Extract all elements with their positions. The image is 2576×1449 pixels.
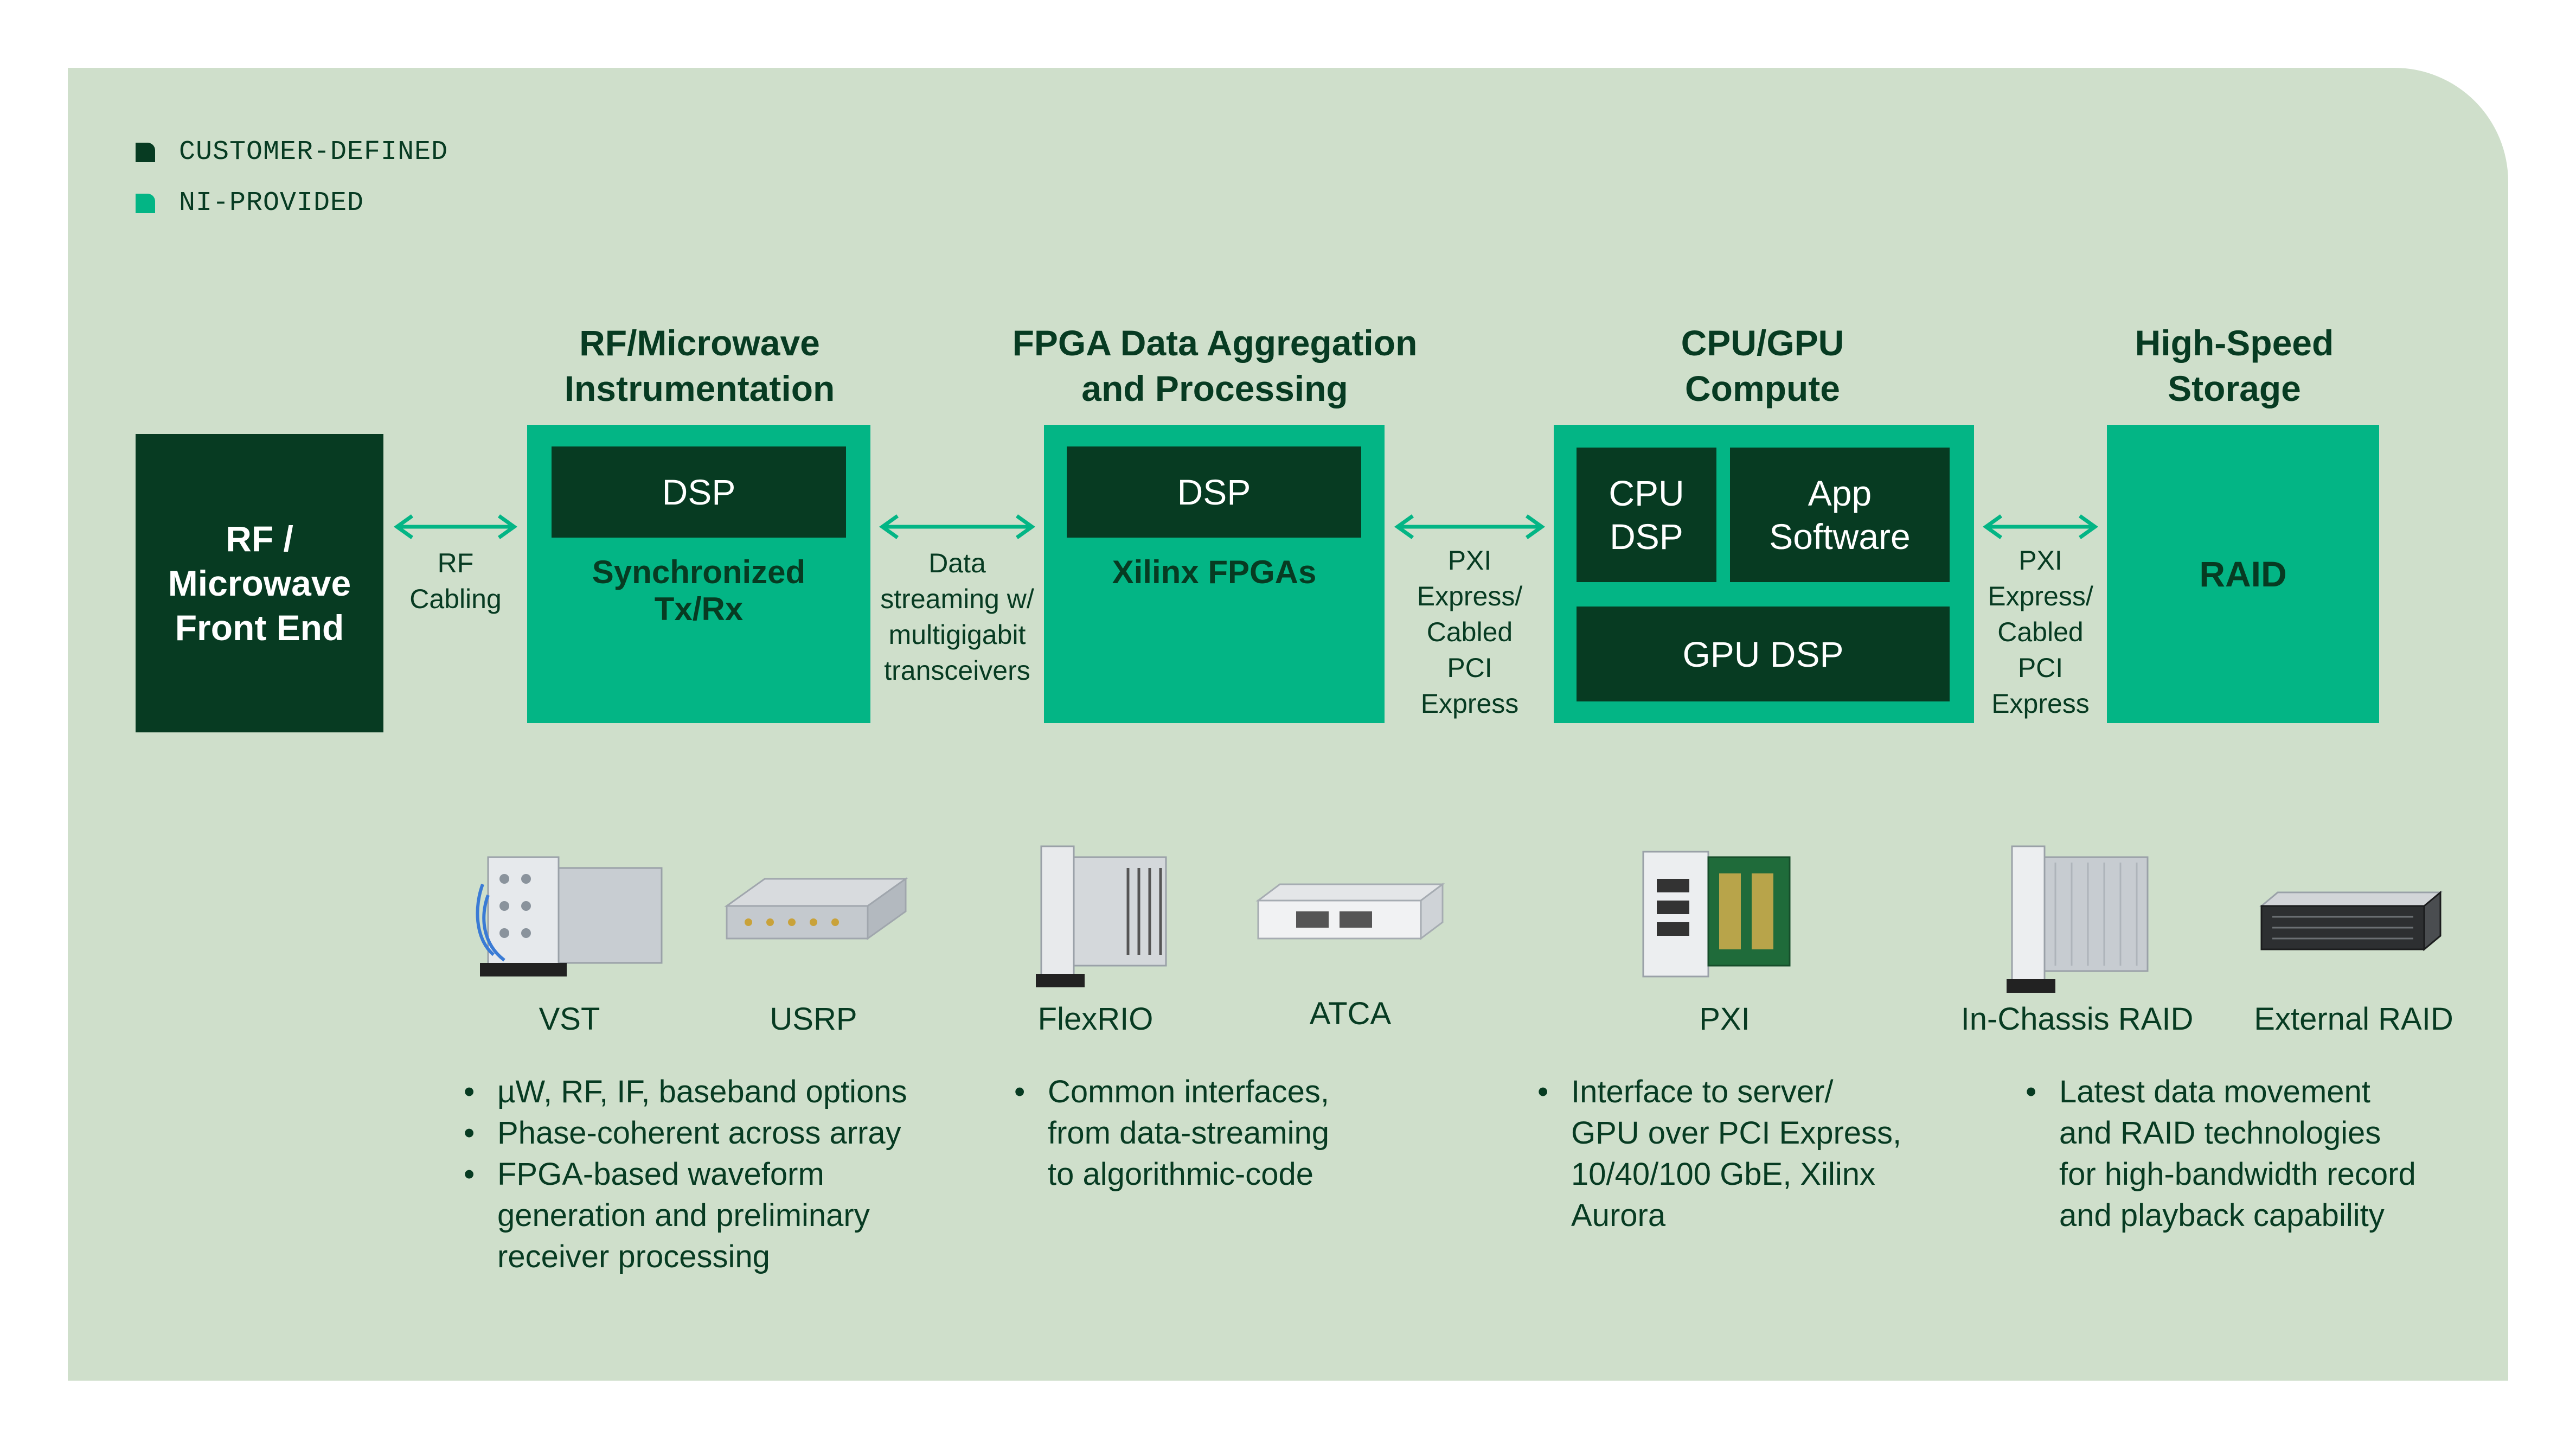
- legend-item-customer-defined: CUSTOMER-DEFINED: [136, 137, 448, 168]
- product-name-usrp: USRP: [770, 1001, 857, 1037]
- rf-instrumentation-title: RF/Microwave Instrumentation: [564, 323, 835, 408]
- external-raid-icon: [2259, 890, 2443, 952]
- customer-defined-swatch: [136, 142, 155, 162]
- fpga-feature-list: Common interfaces, from data-streaming t…: [1009, 1071, 1443, 1195]
- rf-instrumentation-block: DSP Synchronized Tx/Rx: [527, 425, 870, 723]
- data-streaming-arrow: [879, 514, 1036, 539]
- ni-provided-swatch: [136, 193, 155, 213]
- product-name-atca: ATCA: [1309, 996, 1392, 1031]
- rf-cabling-label: RF Cabling: [409, 548, 502, 614]
- product-name-vst: VST: [539, 1001, 600, 1037]
- vst-module-icon: [476, 856, 663, 976]
- pxi-express-arrow: [1394, 514, 1546, 539]
- raid-label: RAID: [2199, 554, 2287, 594]
- fpga-block: DSP Xilinx FPGAs: [1044, 425, 1385, 723]
- product-name-external-raid: External RAID: [2254, 1001, 2453, 1037]
- usrp-device-icon: [724, 877, 908, 940]
- product-name-pxi: PXI: [1699, 1001, 1750, 1037]
- data-streaming-label: Data streaming w/ multigigabit transceiv…: [880, 548, 1034, 686]
- legend-label: CUSTOMER-DEFINED: [179, 137, 448, 168]
- list-item: Common interfaces, from data-streaming t…: [1009, 1071, 1443, 1195]
- legend-item-ni-provided: NI-PROVIDED: [136, 188, 364, 219]
- high-speed-storage-title: High-Speed Storage: [2135, 323, 2334, 408]
- rf-block-label: Synchronized Tx/Rx: [592, 554, 806, 627]
- list-item: FPGA-based waveform generation and preli…: [458, 1154, 946, 1278]
- cpu-gpu-block: CPU DSP App Software GPU DSP: [1554, 425, 1974, 723]
- cpu-feature-list: Interface to server/ GPU over PCI Expres…: [1532, 1071, 1966, 1236]
- fpga-processing-title: FPGA Data Aggregation and Processing: [1012, 323, 1418, 408]
- rf-front-end-block: RF / Microwave Front End: [136, 434, 383, 732]
- rf-cabling-arrow: [393, 514, 518, 539]
- list-item: µW, RF, IF, baseband options: [458, 1071, 946, 1113]
- storage-link-arrow: [1982, 514, 2099, 539]
- fpga-block-label: Xilinx FPGAs: [1112, 554, 1317, 590]
- fpga-dsp-block: DSP: [1067, 446, 1361, 538]
- flexrio-module-icon: [1036, 845, 1167, 987]
- product-name-in-chassis-raid: In-Chassis RAID: [1960, 1001, 2194, 1037]
- storage-link-label: PXI Express/ Cabled PCI Express: [1988, 545, 2093, 719]
- app-software-block: App Software: [1730, 448, 1950, 582]
- storage-feature-list: Latest data movement and RAID technologi…: [2020, 1071, 2497, 1236]
- storage-block: RAID: [2107, 425, 2379, 723]
- rf-dsp-block: DSP: [552, 446, 846, 538]
- atca-chassis-icon: [1255, 883, 1445, 940]
- list-item: Phase-coherent across array: [458, 1113, 946, 1154]
- cpu-gpu-compute-title: CPU/GPU Compute: [1681, 323, 1844, 408]
- list-item: Latest data movement and RAID technologi…: [2020, 1071, 2497, 1236]
- pxi-express-label: PXI Express/ Cabled PCI Express: [1417, 545, 1523, 719]
- in-chassis-raid-icon: [2007, 845, 2149, 993]
- pxi-controller-icon: [1642, 851, 1791, 978]
- product-name-flexrio: FlexRIO: [1037, 1001, 1154, 1037]
- list-item: Interface to server/ GPU over PCI Expres…: [1532, 1071, 1966, 1236]
- cpu-dsp-block: CPU DSP: [1577, 448, 1716, 582]
- gpu-dsp-block: GPU DSP: [1577, 607, 1950, 701]
- legend-label: NI-PROVIDED: [179, 188, 364, 219]
- rf-feature-list: µW, RF, IF, baseband options Phase-coher…: [458, 1071, 946, 1278]
